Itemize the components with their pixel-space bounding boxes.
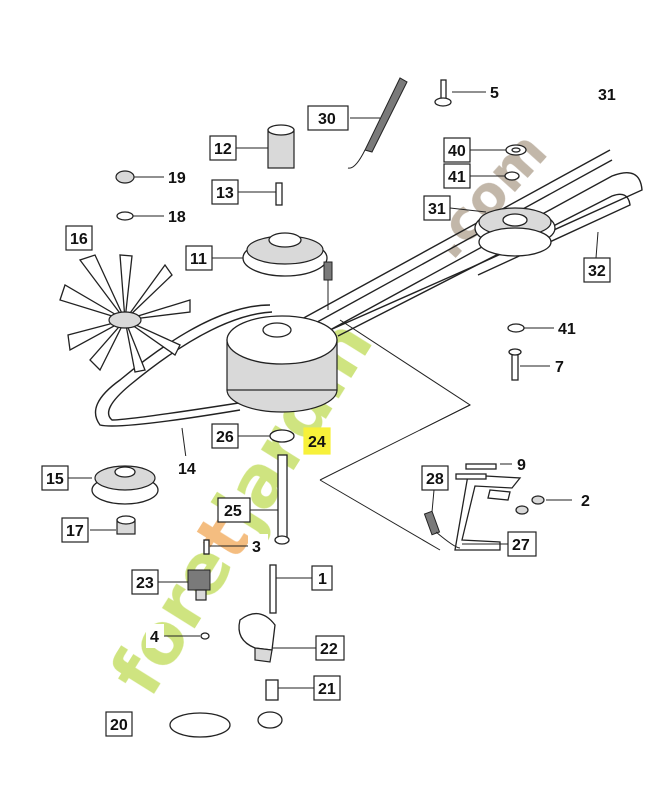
svg-text:5: 5 <box>490 85 499 102</box>
label-12: 12 <box>209 135 237 161</box>
label-2: 2 <box>576 488 596 512</box>
label-31: 31 <box>423 195 451 221</box>
svg-text:13: 13 <box>216 185 234 202</box>
part-17-spacer <box>116 515 136 535</box>
part-25-bolt <box>274 454 290 545</box>
svg-text:18: 18 <box>168 209 186 226</box>
part-22-bracket <box>238 613 276 663</box>
part-4-nut <box>200 632 210 640</box>
part-19-nut <box>115 170 135 184</box>
part-5-bolt <box>434 79 452 107</box>
label-9: 9 <box>512 452 532 476</box>
svg-text:16: 16 <box>70 231 88 248</box>
label-41: 41 <box>554 316 580 340</box>
svg-text:12: 12 <box>214 141 232 158</box>
part-26-washer <box>269 429 295 443</box>
svg-text:17: 17 <box>66 523 84 540</box>
label-27: 27 <box>507 531 537 557</box>
part-2-nuts <box>515 495 545 515</box>
label-4: 4 <box>146 624 164 648</box>
svg-text:31: 31 <box>428 201 446 218</box>
part-24-clutch <box>226 261 338 413</box>
label-19: 19 <box>164 165 190 189</box>
label-18: 18 <box>164 204 190 228</box>
part-31-pulley <box>474 207 556 257</box>
part-30-spring <box>347 77 408 169</box>
part-1-bolt <box>269 564 277 614</box>
label-3: 3 <box>248 534 268 558</box>
label-25: 25 <box>217 497 251 523</box>
part-16-fan <box>59 254 191 373</box>
svg-text:7: 7 <box>555 359 564 376</box>
part-18-washer <box>116 211 134 221</box>
svg-text:30: 30 <box>318 111 336 128</box>
label-32: 32 <box>583 257 611 283</box>
part-11-pulley <box>242 232 328 277</box>
part-13-key <box>275 182 283 206</box>
label-21: 21 <box>313 675 341 701</box>
svg-text:2: 2 <box>581 493 590 510</box>
label-16: 16 <box>65 225 93 251</box>
part-41b-washer <box>507 323 525 333</box>
svg-text:27: 27 <box>512 537 530 554</box>
label-30: 30 <box>307 105 349 131</box>
svg-text:22: 22 <box>320 641 338 658</box>
svg-text:1: 1 <box>318 571 327 588</box>
part-28-spring <box>423 510 461 549</box>
part-40-washer <box>505 144 527 156</box>
label-26: 26 <box>211 423 239 449</box>
svg-text:41: 41 <box>448 169 466 186</box>
part-23-spring <box>187 569 211 601</box>
svg-text:26: 26 <box>216 429 234 446</box>
label-23: 23 <box>131 569 159 595</box>
svg-text:14: 14 <box>178 461 196 478</box>
svg-text:21: 21 <box>318 681 336 698</box>
part-7-bolt <box>508 348 522 381</box>
part-labels: 5 31 30 12 40 41 19 13 31 18 16 11 32 41… <box>41 80 616 737</box>
part-20-pulley <box>169 711 283 738</box>
label-1: 1 <box>311 565 333 591</box>
part-21-spacer <box>265 679 279 701</box>
part-27-arm <box>454 474 522 551</box>
label-41-top: 41 <box>443 163 471 189</box>
label-15: 15 <box>41 465 69 491</box>
label-14: 14 <box>174 456 200 480</box>
label-11: 11 <box>185 245 213 271</box>
label-24: 24 <box>303 427 331 455</box>
svg-text:28: 28 <box>426 471 444 488</box>
part-12-bushing <box>267 124 295 169</box>
part-15-pulley <box>91 465 159 505</box>
svg-text:4: 4 <box>150 629 159 646</box>
part-41a-washer <box>504 171 520 181</box>
label-13: 13 <box>211 179 239 205</box>
belts <box>94 149 643 551</box>
label-31-top: 31 <box>598 87 616 104</box>
svg-text:9: 9 <box>517 457 526 474</box>
label-22: 22 <box>315 635 345 661</box>
label-17: 17 <box>61 517 89 543</box>
svg-text:23: 23 <box>136 575 154 592</box>
label-28: 28 <box>421 465 449 491</box>
leader-lines <box>68 91 599 689</box>
svg-text:25: 25 <box>224 503 242 520</box>
part-3-bolt <box>203 539 210 555</box>
svg-text:24: 24 <box>308 434 326 451</box>
svg-text:19: 19 <box>168 170 186 187</box>
svg-text:20: 20 <box>110 717 128 734</box>
svg-text:11: 11 <box>190 251 207 268</box>
svg-text:31: 31 <box>598 87 616 104</box>
label-20-partial: 20 <box>105 711 133 737</box>
svg-text:15: 15 <box>46 471 64 488</box>
label-5: 5 <box>486 80 508 104</box>
label-40: 40 <box>443 137 471 163</box>
svg-text:40: 40 <box>448 143 466 160</box>
svg-text:32: 32 <box>588 263 606 280</box>
label-7: 7 <box>550 354 570 378</box>
svg-text:41: 41 <box>558 321 576 338</box>
svg-text:3: 3 <box>252 539 261 556</box>
part-9-bolts <box>455 463 497 480</box>
